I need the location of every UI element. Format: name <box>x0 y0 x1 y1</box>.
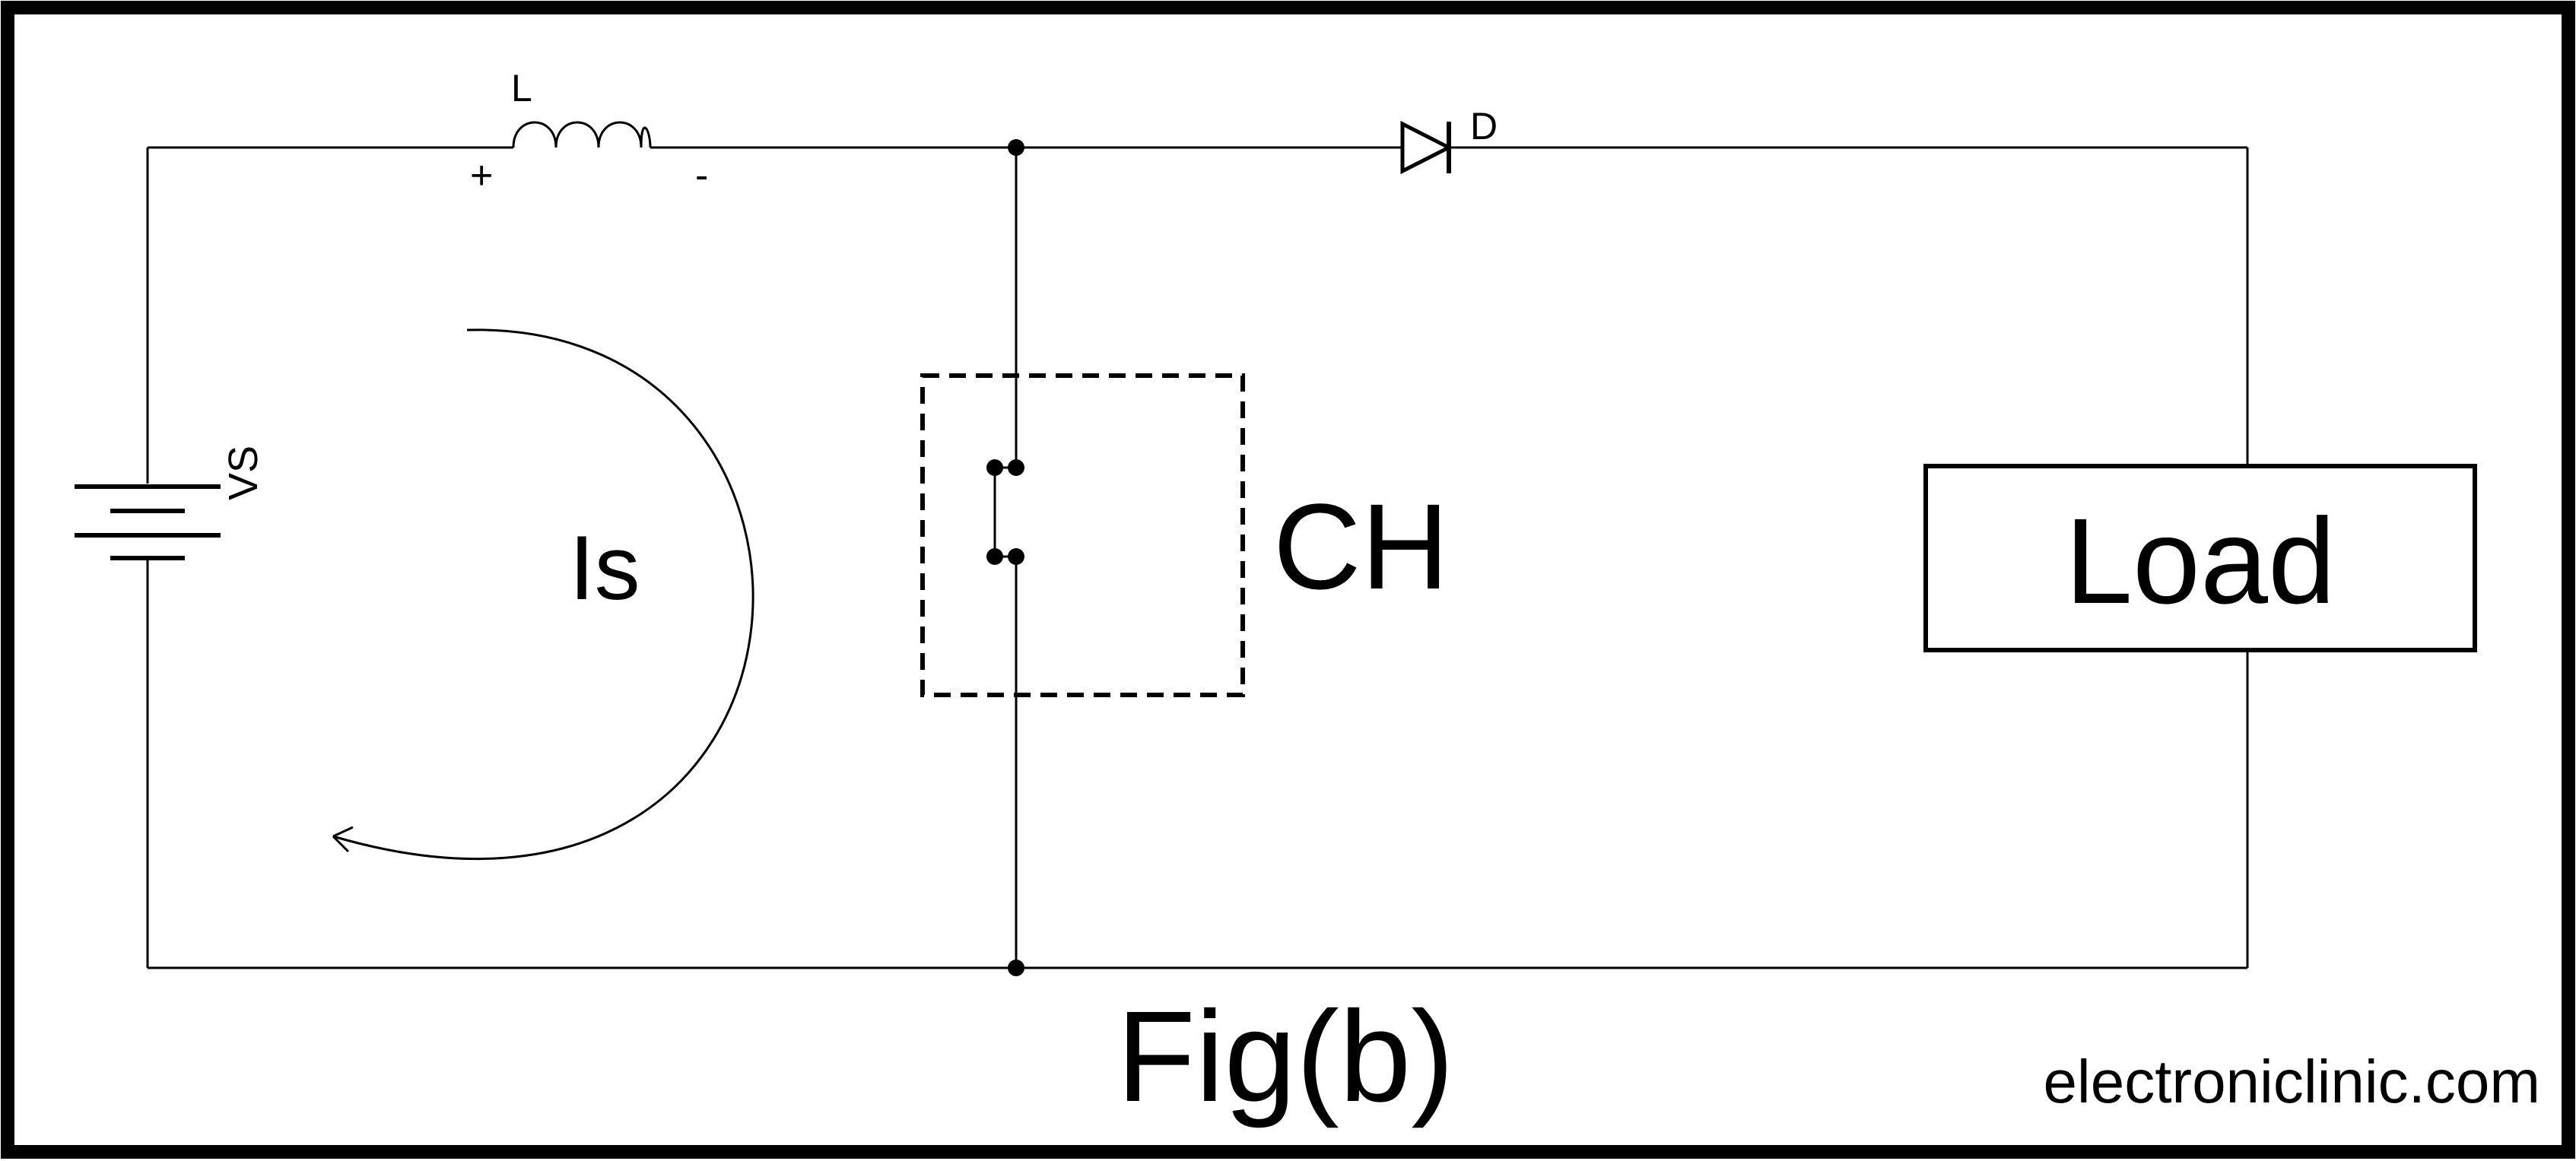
figure-caption: Fig(b) <box>1116 985 1454 1129</box>
inductor-label: L <box>511 67 532 109</box>
circuit-wires <box>146 146 2249 969</box>
current-loop-arrow <box>332 328 754 861</box>
watermark: electroniclinic.com <box>2043 1048 2540 1115</box>
chopper-box <box>920 373 1245 697</box>
chopper-switch <box>986 459 1024 565</box>
inductor-plus-sign: + <box>470 154 493 198</box>
inductor-minus-sign: - <box>695 154 708 198</box>
load-box <box>1923 464 2477 652</box>
diode-label: D <box>1470 105 1498 148</box>
battery-source <box>75 484 221 560</box>
current-label: Is <box>569 517 640 619</box>
source-label: VS <box>221 446 266 500</box>
junction-dot-bottom <box>1008 960 1024 976</box>
load-label: Load <box>2065 493 2336 629</box>
diode <box>1400 120 1453 175</box>
inductor <box>512 121 652 148</box>
junction-dot-top <box>1008 139 1024 156</box>
chopper-label: CH <box>1273 478 1449 614</box>
